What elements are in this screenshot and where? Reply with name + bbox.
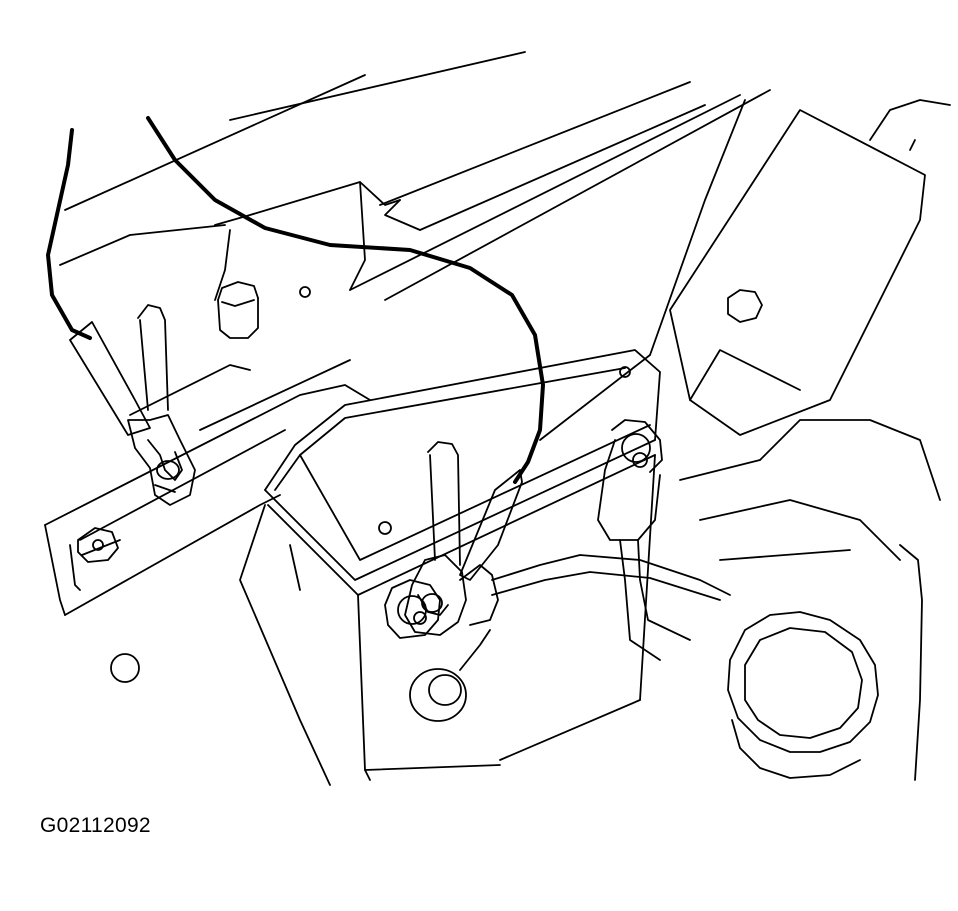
left-jumper-clamp: [69, 304, 196, 506]
battery-top-screw: [619, 366, 631, 378]
bracket-bolt-center: [92, 539, 104, 551]
battery: [239, 349, 661, 786]
right-jumper-clamp: [404, 441, 523, 636]
battery-hold-down-bracket: [44, 359, 371, 616]
panel-bolt: [727, 289, 763, 323]
engine-bay-panels: [59, 51, 771, 441]
battery-vent-screw: [378, 521, 392, 535]
mount-hole-small: [299, 286, 311, 298]
right-side-cover: [669, 99, 951, 561]
left-jumper-cable: [46, 128, 92, 340]
terminal-protective-cap: [409, 629, 491, 722]
mount-hole-lower: [110, 653, 140, 683]
figure-code: G02112092: [40, 814, 151, 837]
reservoir-filler-cap: [727, 611, 879, 779]
wire-harness: [491, 554, 731, 601]
bracket-bolt: [77, 527, 119, 563]
top-post: [217, 281, 259, 339]
jump-start-battery-illustration: [44, 51, 951, 786]
engine-cover-edge: [899, 544, 923, 781]
right-jumper-cable: [146, 116, 545, 484]
